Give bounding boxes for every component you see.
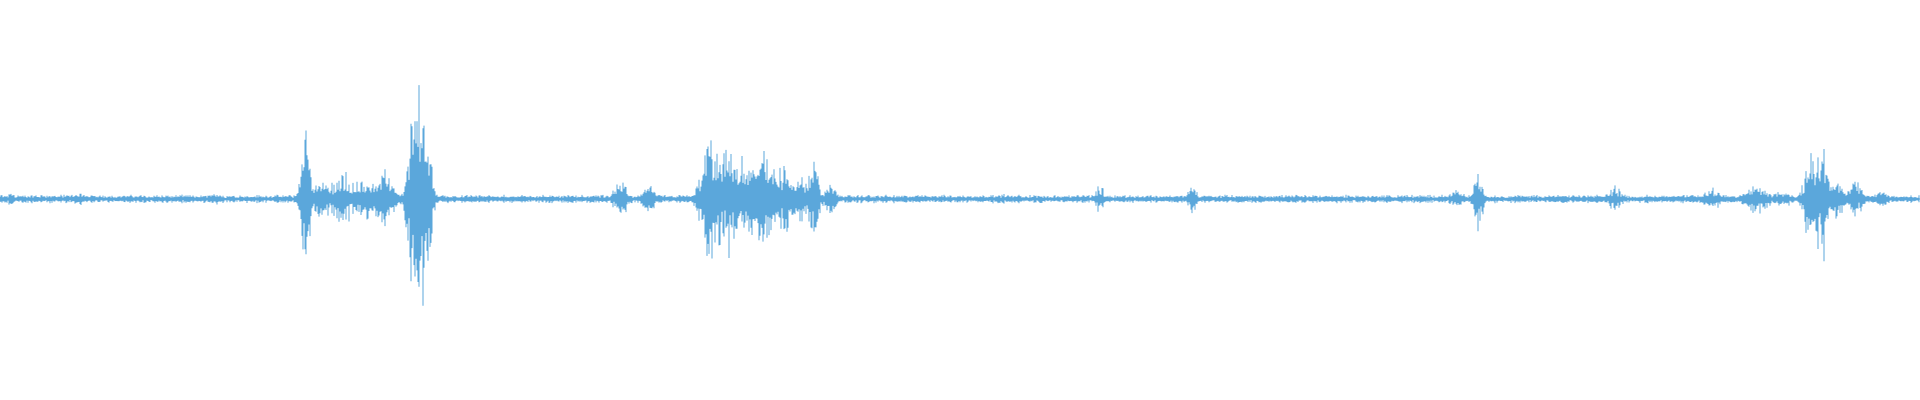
- waveform-signal: [0, 85, 1920, 306]
